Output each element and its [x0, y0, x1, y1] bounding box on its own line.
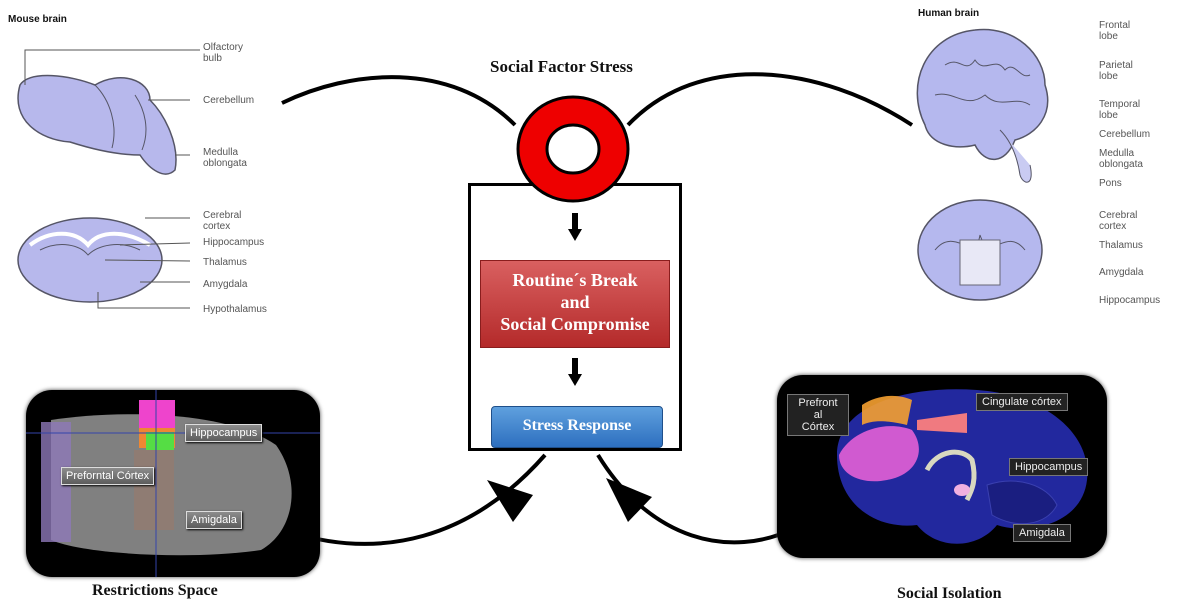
- mouse-label-hippocampus: Hippocampus: [203, 237, 265, 248]
- mouse-label-cerebellum: Cerebellum: [203, 95, 255, 106]
- human-label-cerebellum: Cerebellum: [1099, 129, 1151, 140]
- right-label-amygdala: Amigdala: [1013, 524, 1071, 542]
- mouse-brain-title: Mouse brain: [8, 14, 67, 25]
- arrowhead-right: [606, 478, 652, 522]
- human-brain-glow-image: [837, 389, 1088, 544]
- stress-ring-icon: [516, 95, 630, 203]
- human-label-pons: Pons: [1099, 178, 1122, 189]
- right-label-prefrontal: Prefront al Córtex: [787, 394, 849, 436]
- human-brain-illustration: [916, 28, 1049, 301]
- arrow-down-icon-2: [568, 358, 582, 388]
- arrowhead-left: [487, 480, 533, 522]
- arrow-down-icon: [568, 213, 582, 243]
- mouse-label-amygdala: Amygdala: [203, 279, 248, 290]
- stress-response-box: Stress Response: [491, 406, 663, 448]
- center-title: Social Factor Stress: [490, 57, 633, 76]
- mouse-label-thalamus: Thalamus: [203, 257, 247, 268]
- human-label-hippocampus: Hippocampus: [1099, 295, 1161, 306]
- curve-top-right: [626, 72, 914, 127]
- right-label-hippocampus: Hippocampus: [1009, 458, 1089, 476]
- left-caption: Restrictions Space: [92, 582, 218, 599]
- mouse-brain-illustration: [17, 49, 200, 309]
- routine-box: Routine´s Break and Social Compromise: [480, 260, 670, 348]
- mouse-label-hypothalamus: Hypothalamus: [203, 304, 267, 315]
- curve-bottom-left: [289, 453, 547, 546]
- human-label-thalamus: Thalamus: [1099, 240, 1143, 251]
- right-caption: Social Isolation: [897, 585, 1002, 602]
- left-label-hippocampus: Hippocampus: [185, 424, 263, 442]
- left-label-prefrontal: Preforntal Córtex: [61, 467, 155, 485]
- human-label-amygdala: Amygdala: [1099, 267, 1144, 278]
- right-label-cingulate: Cingulate córtex: [976, 393, 1068, 411]
- human-brain-title: Human brain: [918, 8, 980, 19]
- curve-top-left: [281, 75, 517, 127]
- left-label-amygdala: Amigdala: [186, 511, 242, 529]
